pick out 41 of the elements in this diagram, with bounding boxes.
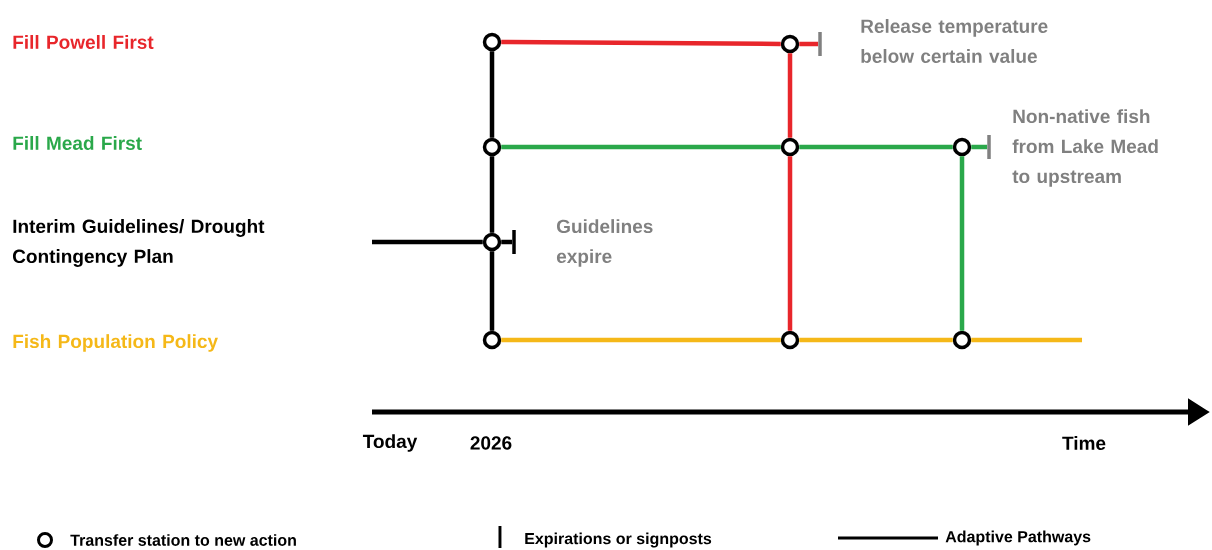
- signpost-bar: [512, 230, 516, 254]
- row-label: Fish Population Policy: [13, 334, 218, 352]
- pathway-line: [501, 337, 781, 343]
- pathway-line: [501, 39, 781, 47]
- legend-text: Expirations or signposts: [525, 532, 712, 548]
- note-text: Guidelines expire: [556, 219, 653, 267]
- transfer-station-circle: [952, 137, 972, 157]
- pathway-line: [971, 337, 1082, 343]
- row-label: Fill Mead First: [13, 136, 142, 150]
- axis-label: 2026: [470, 436, 512, 450]
- transfer-station-circle: [780, 330, 800, 350]
- transfer-station-circle: [952, 330, 972, 350]
- signpost-bar: [987, 135, 991, 159]
- pathway-line: [799, 41, 819, 47]
- transfer-station-circle: [482, 32, 502, 52]
- pathway-line: [799, 337, 953, 343]
- transfer-station-circle: [482, 232, 502, 252]
- pathway-line: [489, 251, 495, 331]
- transfer-station-circle: [780, 137, 800, 157]
- note-text: Release temperature below certain value: [861, 19, 1048, 63]
- axis-label: Time: [1062, 436, 1106, 450]
- axis-label: Today: [362, 434, 418, 452]
- note-text: Non-native fish from Lake Mead to upstream: [1012, 109, 1158, 187]
- pathway-line: [971, 144, 988, 150]
- row-label: Fill Powell First: [13, 35, 154, 49]
- pathway-line: [489, 51, 495, 138]
- pathway-line: [489, 156, 495, 233]
- pathway-line: [372, 239, 483, 245]
- pathway-line: [787, 156, 793, 331]
- transfer-station-circle: [482, 330, 502, 350]
- pathway-line: [799, 144, 953, 150]
- transfer-station-circle: [780, 34, 800, 54]
- pathway-line: [501, 239, 513, 245]
- signpost-bar: [818, 32, 822, 56]
- pathway-line: [501, 144, 781, 150]
- legend-text: Adaptive Pathways: [945, 530, 1091, 546]
- legend-text: Transfer station to new action: [70, 534, 296, 546]
- row-label: Interim Guidelines/ Drought Contingency Plan: [13, 219, 265, 267]
- pathway-line: [959, 156, 965, 331]
- transfer-station-circle: [482, 137, 502, 157]
- pathway-line: [787, 53, 793, 138]
